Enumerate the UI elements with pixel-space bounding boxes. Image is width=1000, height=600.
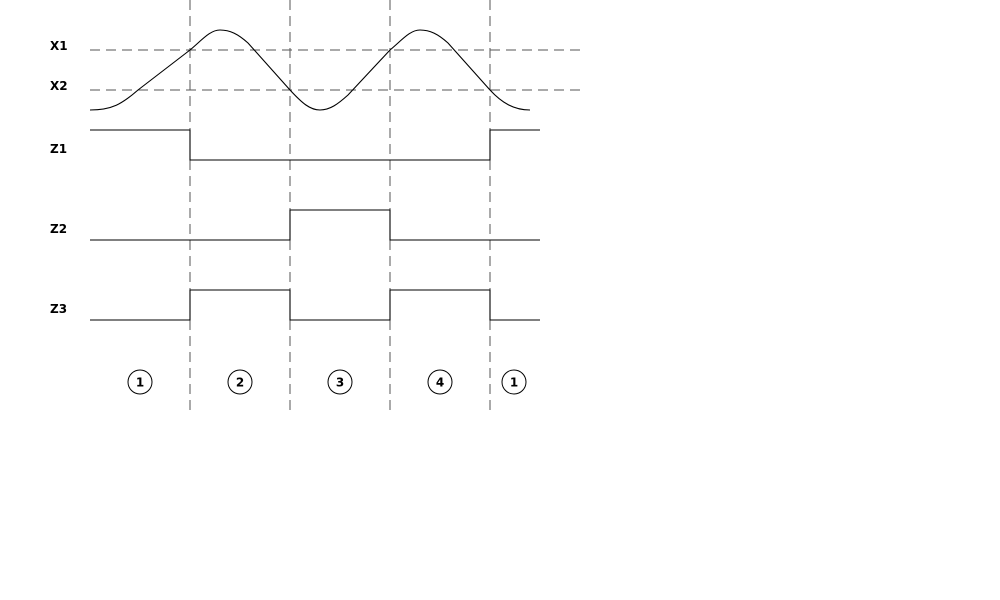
region-number: 4 <box>436 376 444 390</box>
region-number: 2 <box>236 376 244 390</box>
region-circle <box>227 369 253 395</box>
region-marker-5: 1 <box>501 369 527 395</box>
region-marker-2: 2 <box>227 369 253 395</box>
region-circle <box>327 369 353 395</box>
region-circle <box>427 369 453 395</box>
label-z1: Z1 <box>50 142 67 156</box>
region-number: 1 <box>136 376 144 390</box>
region-marker-1: 1 <box>127 369 153 395</box>
region-circle <box>127 369 153 395</box>
signal-z2 <box>90 209 540 241</box>
label-x1: X1 <box>50 39 68 53</box>
signal-z1 <box>90 129 540 161</box>
label-z3: Z3 <box>50 302 67 316</box>
region-marker-4: 4 <box>427 369 453 395</box>
signal-z3 <box>90 289 540 321</box>
region-number: 1 <box>510 376 518 390</box>
region-number: 3 <box>336 376 344 390</box>
region-marker-3: 3 <box>327 369 353 395</box>
region-circle <box>501 369 527 395</box>
input-waveform <box>89 29 531 111</box>
label-z2: Z2 <box>50 222 67 236</box>
label-x2: X2 <box>50 79 68 93</box>
